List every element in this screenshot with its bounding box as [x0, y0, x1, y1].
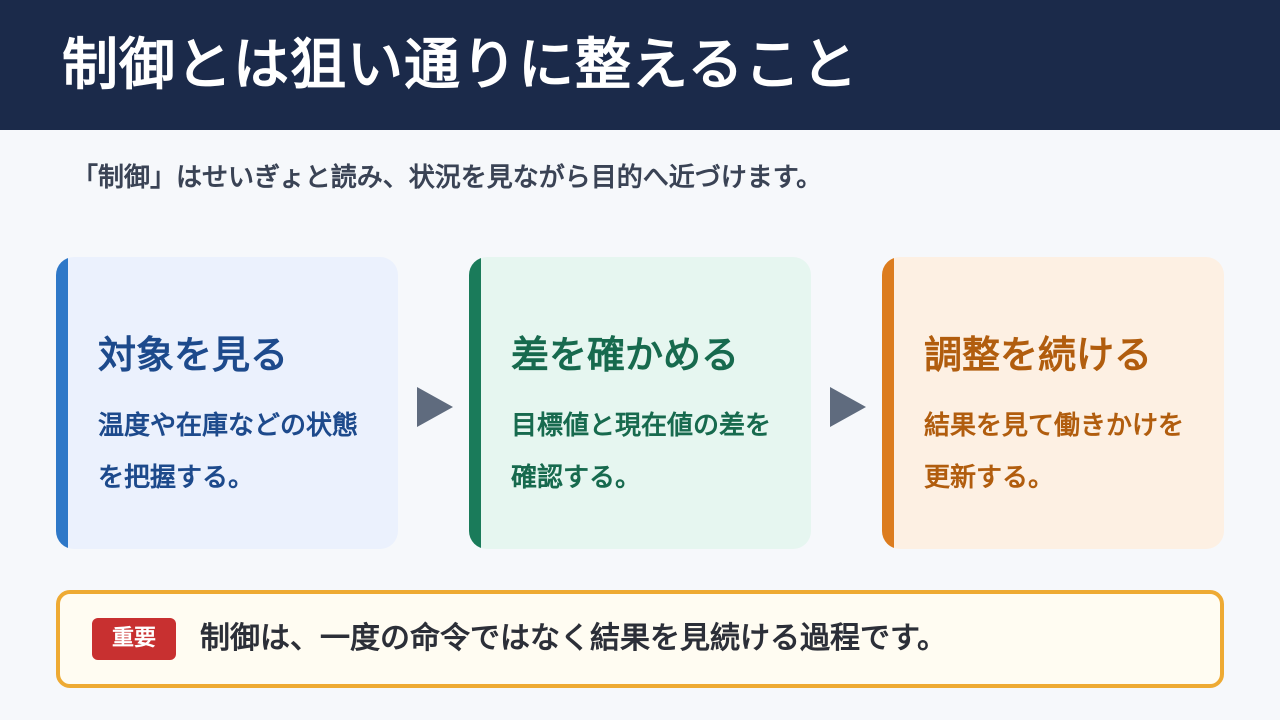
subtitle: 「制御」はせいぎょと読み、状況を見ながら目的へ近づけます。: [72, 163, 823, 193]
step-card-adjust: 調整を続ける 結果を見て働きかけを更新する。: [882, 257, 1224, 549]
step-card-title: 対象を見る: [98, 333, 289, 377]
header-banner: 制御とは狙い通りに整えること: [0, 0, 1280, 130]
step-card-compare: 差を確かめる 目標値と現在値の差を確認する。: [469, 257, 811, 549]
step-card-title: 調整を続ける: [924, 333, 1153, 377]
important-note-text: 制御は、一度の命令ではなく結果を見続ける過程です。: [200, 621, 947, 656]
step-card-accent-bar: [882, 257, 894, 549]
page-title: 制御とは狙い通りに整えること: [62, 33, 859, 98]
step-card-observe: 対象を見る 温度や在庫などの状態を把握する。: [56, 257, 398, 549]
important-note-box: 重要 制御は、一度の命令ではなく結果を見続ける過程です。: [56, 590, 1224, 688]
step-card-body: 温度や在庫などの状態を把握する。: [98, 411, 359, 493]
step-card-body: 目標値と現在値の差を確認する。: [511, 411, 772, 493]
step-card-title: 差を確かめる: [511, 333, 740, 377]
arrow-right-icon: [830, 387, 866, 427]
arrow-right-icon: [417, 387, 453, 427]
step-card-accent-bar: [56, 257, 68, 549]
step-card-body: 結果を見て働きかけを更新する。: [924, 411, 1185, 493]
step-card-accent-bar: [469, 257, 481, 549]
important-badge: 重要: [92, 618, 176, 660]
